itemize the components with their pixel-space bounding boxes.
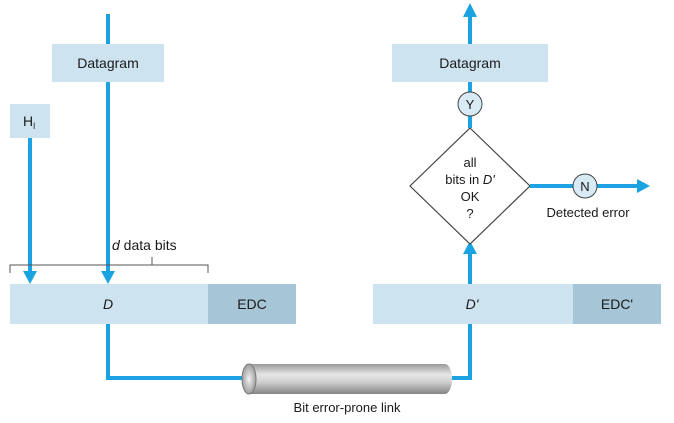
sender-datagram-box [52,44,164,82]
sender-edc-field [208,284,296,324]
sender-datagram-label: Datagram [77,55,138,71]
receiver-datagram-label: Datagram [439,55,500,71]
sender-datagram-to-d-arrowhead [101,271,115,284]
receiver-to-decision-arrowhead [463,241,477,254]
link-pipe [241,363,452,395]
data-bits-bracket [9,257,209,273]
yes-circle [457,91,483,117]
decision-line-1: all [463,155,476,170]
decision-line-2: bits in D' [445,172,495,187]
link-to-receiver-line [452,324,472,380]
no-circle [572,173,598,199]
receiver-datagram-box [392,44,548,82]
header-to-d-arrowhead [23,271,37,284]
header-box [10,104,50,138]
sender-to-link-line [106,324,246,380]
receiver-edc-label: EDC' [601,296,633,312]
decision-diamond [409,127,531,245]
sender-data-field [10,284,208,324]
decision-line-3: OK [461,189,480,204]
receiver-edc-field [573,284,661,324]
decision-line-4: ? [466,206,473,221]
receiver-data-field [373,284,573,324]
detected-error-label: Detected error [546,205,630,220]
sender-data-field-label: D [103,296,113,312]
sender-edc-label: EDC [237,296,267,312]
link-label: Bit error-prone link [294,400,401,415]
yes-label: Y [466,97,475,112]
header-label: Hl [23,113,35,131]
no-label: N [580,179,589,194]
no-path-arrowhead [637,179,650,193]
receiver-data-field-label: D' [466,296,480,312]
data-bits-label: d data bits [112,237,177,253]
receiver-output-arrowhead [463,3,477,17]
